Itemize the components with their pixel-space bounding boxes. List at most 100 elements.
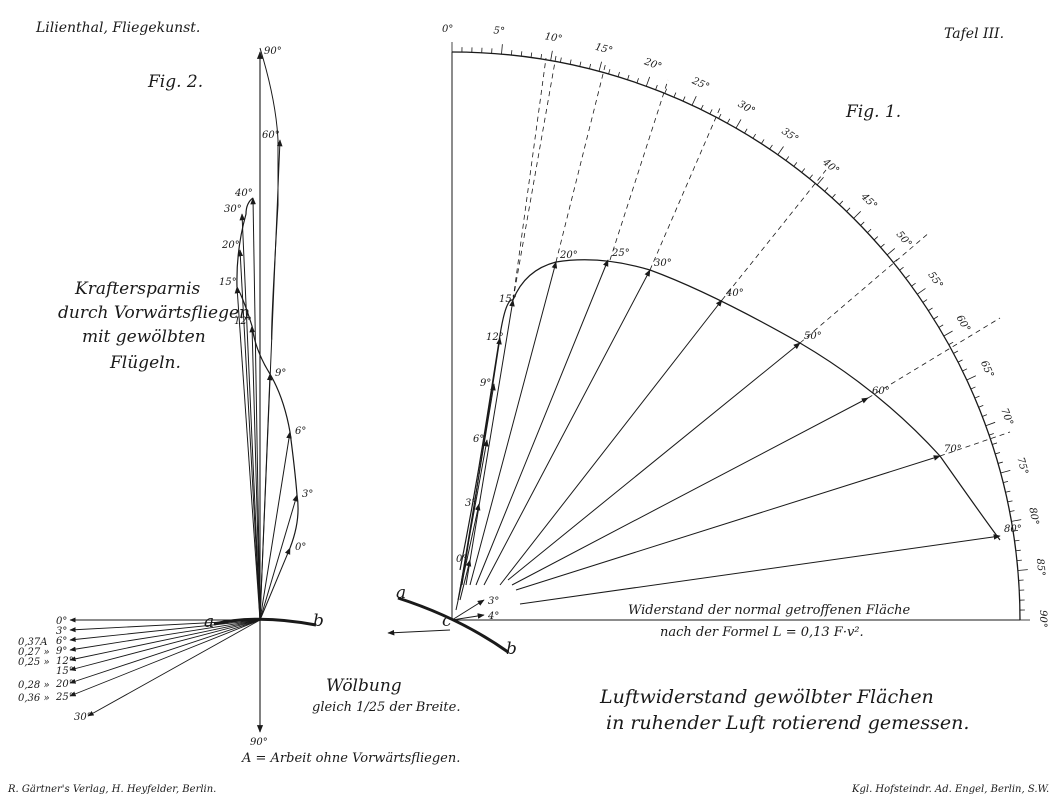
fig1-scale-tick xyxy=(974,395,980,399)
fig1-scale-tick xyxy=(970,386,976,390)
fig2-fan-vector xyxy=(69,619,261,662)
fig2-woelbung-line1: Wölbung xyxy=(326,676,402,696)
footer-left: R. Gärtner's Verlag, H. Heyfelder, Berli… xyxy=(7,784,216,795)
fig1-curve-label: 20° xyxy=(559,250,578,261)
fig2-caption-line2: durch Vorwärtsfliegen xyxy=(58,303,250,323)
fig1-curve-label: 12° xyxy=(486,332,504,343)
fig1-protractor-scale: 0°5°10°15°20°25°30°35°40°45°50°55°60°65°… xyxy=(442,24,1048,628)
fig1-scale-tick xyxy=(510,50,513,56)
fig1-scale-tick xyxy=(1015,549,1021,552)
fig1-scale-tick xyxy=(501,44,503,55)
fig1-scale-tick xyxy=(520,51,523,57)
fig2-fan-vector xyxy=(69,619,261,633)
fig1-scale-tick xyxy=(801,168,806,173)
fig1-base-note-line2: nach der Formel L = 0,13 F·v². xyxy=(660,625,864,640)
fig1-scale-label: 35° xyxy=(779,126,800,145)
fig1-scale-tick xyxy=(1005,490,1011,493)
fig1-scale-tick xyxy=(899,266,904,271)
fig1-scale-tick xyxy=(997,461,1003,464)
fig1-scale-tick xyxy=(793,162,798,167)
fig1-label: Fig. 1. xyxy=(845,102,901,122)
fig1-scale-tick xyxy=(853,211,861,219)
fig1-scale-tick xyxy=(824,187,829,192)
fig1-scale-tick xyxy=(682,96,686,102)
fig1-scale-label: 70° xyxy=(998,407,1014,427)
fig1-scale-tick xyxy=(655,84,658,90)
fig2-top-angle-label: 90° xyxy=(264,46,282,57)
fig1-curve-label: 0° xyxy=(456,554,467,565)
fig2-fan-angle: 0° xyxy=(56,616,67,627)
fig1-low-line-4 xyxy=(451,613,485,621)
fig2-fan-angle: 3° xyxy=(56,626,67,637)
fig1-scale-tick xyxy=(598,61,602,72)
fig1-scale-tick xyxy=(700,104,704,110)
fig1-scale-label: 90° xyxy=(1037,610,1048,628)
fig2-vector xyxy=(259,431,292,621)
fig1-scale-tick xyxy=(627,74,630,80)
fig1-scale-tick xyxy=(1000,470,1011,474)
fig1-scale-tick xyxy=(922,299,928,303)
fig1-vector xyxy=(459,559,472,601)
fig1-vector xyxy=(507,342,801,581)
fig1-scale-tick xyxy=(943,330,953,337)
fig1-scale-tick xyxy=(752,133,756,139)
fig1-scale-tick xyxy=(846,207,851,212)
fig1-scale-tick xyxy=(880,243,885,248)
fig1-vector xyxy=(515,455,941,591)
fig1-scale-label: 65° xyxy=(978,359,995,380)
fig2-arbeit-note: A = Arbeit ohne Vorwärtsfliegen. xyxy=(241,751,460,766)
fig2-curve-label: 15° xyxy=(219,277,237,288)
fig2-woelbung-line2: gleich 1/25 der Breite. xyxy=(312,700,460,715)
fig1-scale-tick xyxy=(953,350,959,354)
fig1-dashed-guide xyxy=(867,317,1001,399)
fig2-resultant-curve xyxy=(236,197,299,549)
fig1-scale-tick xyxy=(893,259,898,263)
fig1-scale-tick xyxy=(1003,480,1009,483)
fig2-caption-line4: Flügeln. xyxy=(109,353,181,373)
fig2-label-a: a xyxy=(204,612,214,632)
fig2-caption-line3: mit gewölbten xyxy=(82,327,206,347)
fig1-vector xyxy=(469,261,558,586)
fig2-curve-label: 60° xyxy=(262,130,280,141)
fig2-curve-label: 9° xyxy=(275,368,286,379)
fig2-fan-vector xyxy=(69,619,261,697)
fig2-curve-label: 0° xyxy=(295,542,306,553)
fig2-curve-label: 20° xyxy=(221,240,240,251)
fig1-scale-tick xyxy=(645,76,651,87)
fig2-vector xyxy=(259,494,298,621)
fig1-scale-tick xyxy=(691,95,697,106)
fig1-resultant-curve xyxy=(459,259,1001,571)
fig1-scale-label: 5° xyxy=(493,25,505,37)
fig1-low-label-3: 3° xyxy=(488,596,499,607)
fig2-vector xyxy=(249,325,261,621)
fig1-vector xyxy=(519,534,1001,605)
fig1-motion-arrow xyxy=(387,629,451,636)
fig1-scale-tick xyxy=(785,156,790,161)
fig2-vector xyxy=(234,286,261,621)
fig1-vector xyxy=(475,259,609,586)
fig1-scale-tick xyxy=(1016,559,1022,562)
fig1-curve-label: 50° xyxy=(804,331,822,342)
header-left: Lilienthal, Fliegekunst. xyxy=(35,20,200,36)
fig1-title-line1: Luftwiderstand gewölbter Flächen xyxy=(599,686,934,708)
fig2-curve-label: 12° xyxy=(234,316,252,327)
fig2-fan-value: 0,36 » xyxy=(18,693,50,704)
fig1-scale-tick xyxy=(985,421,996,427)
fig1-base-note-line1: Widerstand der normal getroffenen Fläche xyxy=(628,603,910,618)
fig1-scale-tick xyxy=(860,221,865,226)
fig2-fan-angle: 15° xyxy=(56,666,74,677)
fig1-curve-label: 15° xyxy=(499,294,517,305)
fig1-curve-label: 40° xyxy=(725,288,744,299)
fig1-scale-tick xyxy=(957,359,963,363)
fig2-fan-value: 0,27 » xyxy=(18,647,50,658)
fig2-fan-vector xyxy=(87,619,261,717)
fig1-low-label-4: 4° xyxy=(487,611,499,622)
fig2-vector xyxy=(239,213,261,621)
fig1-scale-tick xyxy=(839,200,844,205)
fig1-dashed-guide xyxy=(609,79,669,261)
fig1-scale-tick xyxy=(988,433,994,436)
fig1-title-line2: in ruhender Luft rotierend gemessen. xyxy=(606,712,969,734)
fig1-dashed-guide xyxy=(555,61,607,263)
fig1-scale-tick xyxy=(816,176,824,186)
